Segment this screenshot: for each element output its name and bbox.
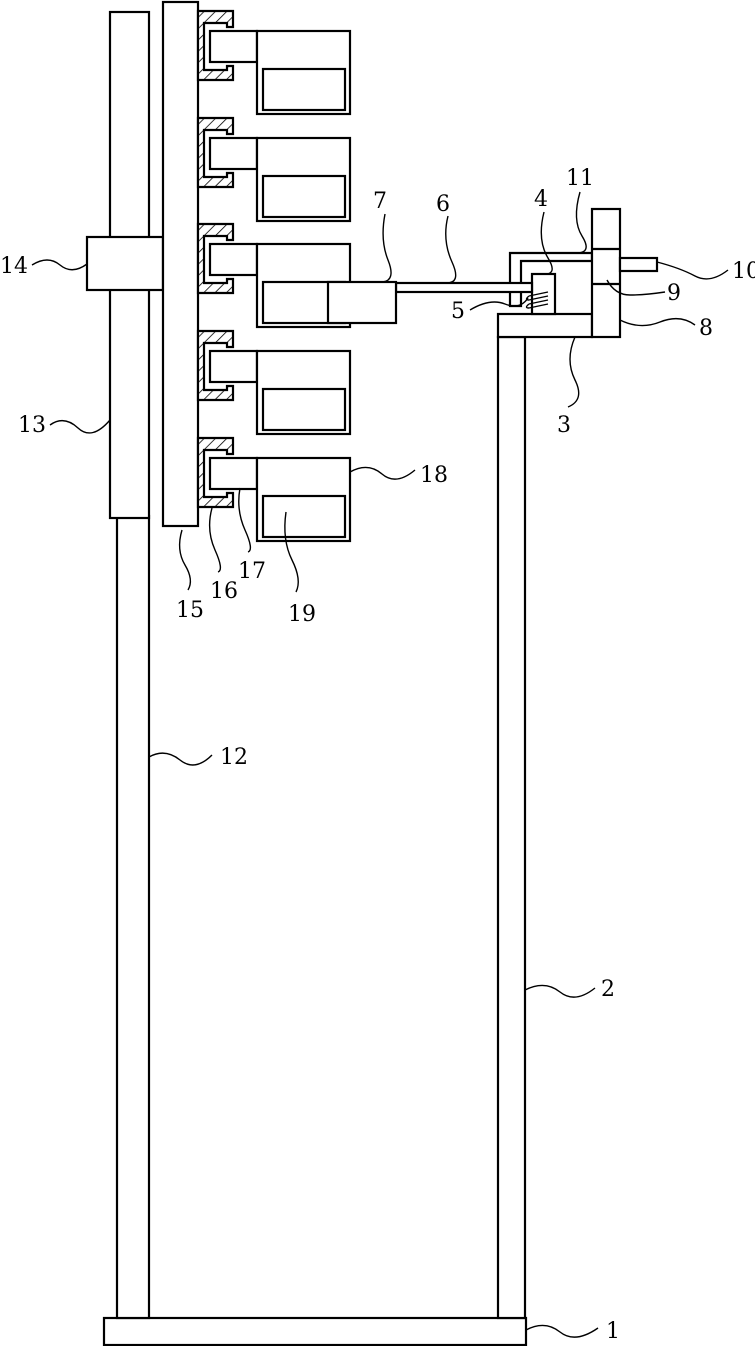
module-group <box>198 11 350 541</box>
label-2: 2 <box>601 977 615 1002</box>
label-6: 6 <box>436 192 450 217</box>
label-11: 11 <box>566 166 594 191</box>
label-9: 9 <box>667 281 681 306</box>
vertical-block <box>592 209 620 337</box>
push-rod <box>396 283 532 292</box>
left-post <box>117 516 149 1318</box>
label-1: 1 <box>606 1319 620 1344</box>
tool-module <box>198 118 350 221</box>
label-10: 10 <box>732 259 755 284</box>
support-plate <box>498 314 592 337</box>
right-post <box>498 337 525 1318</box>
mounting-plate <box>163 2 198 526</box>
tool-module <box>198 331 350 434</box>
tool-module <box>198 438 350 541</box>
slider <box>210 351 257 382</box>
label-3: 3 <box>557 413 571 438</box>
label-13: 13 <box>18 413 46 438</box>
tool-head <box>263 496 345 537</box>
slider <box>210 244 257 275</box>
cylinder <box>328 282 396 323</box>
label-16: 16 <box>210 579 238 604</box>
slider <box>210 138 257 169</box>
slider <box>210 458 257 489</box>
label-7: 7 <box>373 189 387 214</box>
rod <box>620 258 657 271</box>
label-5: 5 <box>451 299 465 324</box>
label-17: 17 <box>238 559 266 584</box>
tool-module <box>198 11 350 114</box>
label-14: 14 <box>0 254 28 279</box>
label-12: 12 <box>220 745 248 770</box>
label-18: 18 <box>420 463 448 488</box>
label-4: 4 <box>534 187 548 212</box>
base-plate <box>104 1318 526 1345</box>
label-19: 19 <box>288 602 316 627</box>
tool-head <box>263 69 345 110</box>
tool-head <box>263 389 345 430</box>
slider-block <box>87 237 163 290</box>
tool-head <box>263 176 345 217</box>
label-15: 15 <box>176 598 204 623</box>
label-8: 8 <box>699 316 713 341</box>
slider <box>210 31 257 62</box>
